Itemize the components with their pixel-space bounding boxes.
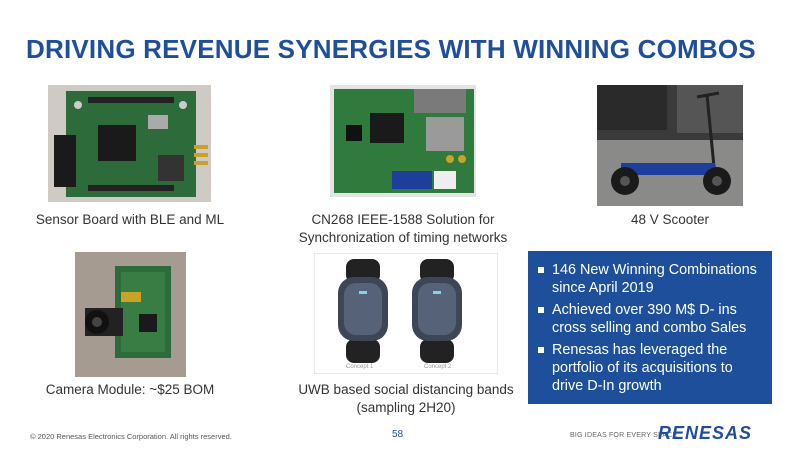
cn268-caption-line1: CN268 IEEE-1588 Solution for [311, 212, 495, 227]
highlight-text: 146 New Winning Combinations since April… [552, 262, 757, 296]
cn268-caption-line2: Synchronization of timing networks [298, 230, 508, 245]
uwb-caption-line1: UWB based social distancing bands [298, 382, 514, 397]
renesas-logo: RENESAS [658, 423, 753, 443]
bullet-square-icon [538, 347, 544, 353]
footer-tagline: BIG IDEAS FOR EVERY SPACE [570, 432, 678, 439]
highlight-item: 146 New Winning Combinations since April… [538, 261, 762, 297]
camera-module-image [75, 252, 186, 377]
highlight-text: Renesas has leveraged the portfolio of i… [552, 342, 733, 394]
page-number: 58 [392, 429, 404, 440]
highlights-box: 146 New Winning Combinations since April… [528, 251, 772, 404]
uwb-bands-caption: UWB based social distancing bands (sampl… [286, 381, 526, 417]
highlight-item: Achieved over 390 M$ D- ins cross sellin… [538, 301, 762, 337]
sensor-board-image [48, 85, 211, 202]
sensor-board-caption: Sensor Board with BLE and ML [35, 212, 225, 227]
highlight-text: Achieved over 390 M$ D- ins cross sellin… [552, 302, 747, 336]
page-title: DRIVING REVENUE SYNERGIES WITH WINNING C… [26, 34, 756, 64]
cn268-caption: CN268 IEEE-1588 Solution for Synchroniza… [278, 211, 528, 247]
bullet-square-icon [538, 267, 544, 273]
scooter-caption: 48 V Scooter [630, 212, 710, 227]
scooter-image [597, 85, 743, 206]
uwb-caption-line2: (sampling 2H20) [356, 400, 456, 415]
highlight-item: Renesas has leveraged the portfolio of i… [538, 341, 762, 395]
camera-module-caption: Camera Module: ~$25 BOM [45, 382, 215, 397]
concept-2-label: Concept 2 [424, 364, 452, 370]
concept-1-label: Concept 1 [346, 364, 374, 370]
bullet-square-icon [538, 307, 544, 313]
highlights-list: 146 New Winning Combinations since April… [538, 261, 762, 395]
uwb-bands-image: Concept 1 Concept 2 [314, 253, 498, 374]
cn268-board-image [330, 85, 476, 197]
footer-copyright: © 2020 Renesas Electronics Corporation. … [30, 432, 232, 441]
